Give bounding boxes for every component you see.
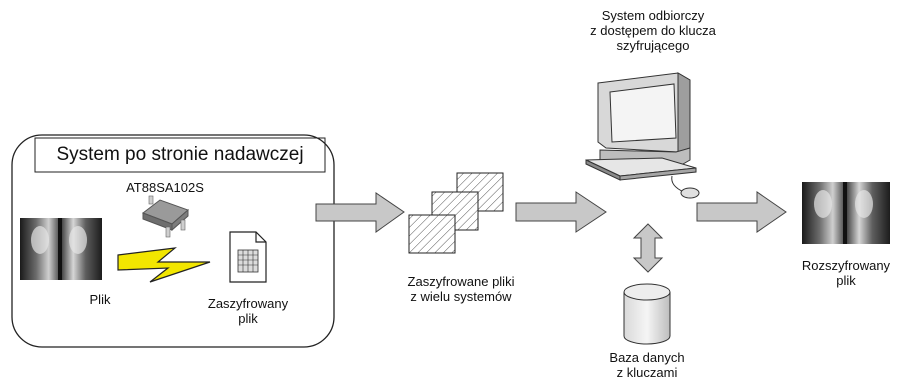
- decrypted-file-label-line1: Rozszyfrowany: [801, 258, 891, 273]
- receiver-label-line3: szyfrującego: [616, 38, 690, 53]
- encrypted-files-label-line2: z wielu systemów: [410, 289, 512, 304]
- computer-icon: [585, 72, 700, 199]
- receiver-label-line2: z dostępem do klucza: [590, 23, 716, 38]
- chip-icon: [141, 195, 189, 238]
- database-icon: [623, 283, 671, 345]
- sender-panel: [11, 134, 335, 348]
- decrypted-file-label-line2: plik: [836, 273, 856, 288]
- arrow-right-1: [315, 192, 405, 233]
- source-file-label: Plik: [89, 292, 111, 307]
- receiver-label-line1: System odbiorczy: [601, 8, 705, 23]
- xray-image-decrypted: [802, 182, 890, 244]
- arrow-right-3: [696, 191, 787, 233]
- encrypted-file-label-line1: Zaszyfrowany: [207, 296, 289, 311]
- encrypted-document-icon: [229, 231, 267, 283]
- database-label: Baza danych z kluczami: [587, 350, 707, 380]
- encrypted-file-label-line2: plik: [238, 311, 258, 326]
- receiver-label: System odbiorczy z dostępem do klucza sz…: [568, 8, 738, 53]
- sender-panel-title: System po stronie nadawczej: [56, 144, 304, 165]
- arrow-right-2: [515, 191, 607, 233]
- database-label-line1: Baza danych: [609, 350, 685, 365]
- encrypted-files-label: Zaszyfrowane pliki z wielu systemów: [386, 274, 536, 304]
- double-arrow-vertical: [632, 223, 664, 273]
- database-label-line2: z kluczami: [616, 365, 678, 380]
- decrypted-file-label: Rozszyfrowany plik: [786, 258, 899, 288]
- xray-image-source: [20, 218, 102, 280]
- lightning-icon: [117, 247, 211, 283]
- encrypted-files-label-line1: Zaszyfrowane pliki: [407, 274, 515, 289]
- encrypted-files-stack-icon: [408, 172, 504, 254]
- encrypted-file-label: Zaszyfrowany plik: [188, 296, 308, 326]
- chip-label: AT88SA102S: [126, 180, 204, 195]
